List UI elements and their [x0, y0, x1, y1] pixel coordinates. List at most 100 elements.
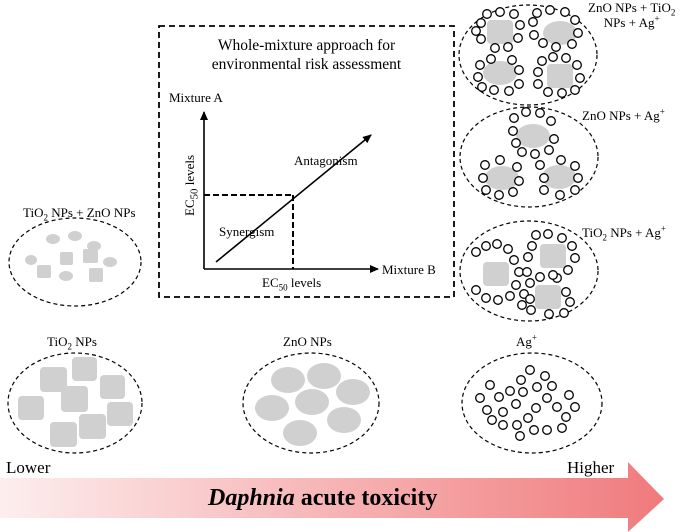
ag-ion-circle	[480, 160, 490, 170]
ag-ion-circle	[475, 60, 485, 70]
ag-ion-circle	[532, 8, 542, 18]
ag-ion-circle	[549, 134, 559, 144]
ag-ion-circle	[535, 160, 545, 170]
toxicity-arrow-rest: acute toxicity	[294, 485, 438, 511]
ag-ion-circle	[503, 244, 513, 254]
ag-ion-circle	[514, 65, 524, 75]
ag-ion-circle	[471, 285, 481, 295]
label-tio2-ag-sup: +	[660, 223, 666, 234]
ag-ion-circle	[573, 173, 583, 183]
ag-ion-circle	[529, 425, 539, 435]
label-tio2-ag-mid: NPs + Ag	[606, 225, 661, 240]
ag-ion-circle	[531, 403, 541, 413]
ag-ion-circle	[547, 381, 557, 391]
y-ec50-sub: 50	[188, 188, 201, 200]
ag-ion-circle	[561, 53, 571, 63]
ag-ion-circle	[515, 20, 525, 30]
label-tio2-zno-pre: TiO	[23, 205, 44, 220]
ag-ion-circle	[473, 72, 483, 82]
label-tio2-zno-post: NPs + ZnO NPs	[47, 205, 136, 220]
ellipse-zno-ag	[459, 106, 599, 208]
ag-ion-circle	[511, 280, 521, 290]
ag-ion-circle	[540, 371, 550, 381]
label-tio2-ag: TiO2 NPs + Ag+	[582, 223, 666, 243]
label-tio2-ag-sub: 2	[602, 232, 607, 243]
label-tio2-sub: 2	[67, 341, 72, 352]
ag-ion-circle	[561, 412, 571, 422]
ag-ion-circle	[548, 270, 558, 280]
ag-ion-circle	[559, 308, 569, 318]
label-ag-sup: +	[531, 332, 537, 343]
ag-ion-circle	[475, 393, 485, 403]
tio2-particles	[18, 357, 133, 447]
ag-ion-circle	[508, 126, 518, 136]
y-ec50-pre: EC	[182, 199, 197, 216]
ag-ion-circle	[530, 149, 540, 159]
ag-ion-circle	[476, 18, 486, 28]
ag-ion-circle	[523, 252, 533, 262]
tio2-zno-particles	[25, 231, 117, 282]
ag-ion-circle	[557, 88, 567, 98]
ag-ion-circle	[556, 155, 566, 165]
ag-ion-circle	[570, 402, 580, 412]
y-ec50-label: EC50 levels	[182, 154, 201, 216]
ag-ion-circle	[486, 54, 496, 64]
ag-ion-circle	[518, 387, 528, 397]
ag-ion-circle	[545, 5, 555, 15]
ag-ion-circle	[494, 190, 504, 200]
ag-ion-circle	[526, 305, 536, 315]
y-axis-label: Mixture A	[169, 90, 223, 105]
ag-ion-circle	[517, 300, 527, 310]
ellipse-zno-tio2-ag	[458, 4, 598, 106]
ag-ion-circle	[485, 380, 495, 390]
ag-ion-circle	[533, 79, 543, 89]
x-axis-label: Mixture B	[382, 262, 436, 277]
ag-ion-circle	[564, 390, 574, 400]
ag-ion-circle	[476, 34, 486, 44]
label-zno-tio2-ag-sup: +	[654, 13, 660, 24]
ag-ion-circle	[533, 67, 543, 77]
ag-ion-circle	[542, 425, 552, 435]
ag-ion-circle	[487, 415, 497, 425]
ag-ion-circle	[572, 60, 582, 70]
ag-ion-circle	[525, 294, 535, 304]
ag-ion-circle	[513, 33, 523, 43]
ag-ion-circle	[511, 138, 521, 148]
ag-ion-circle	[538, 38, 548, 48]
ag-ion-circle	[528, 17, 538, 27]
ag-ion-circle	[498, 407, 508, 417]
ag-ion-circle	[481, 241, 491, 251]
toxicity-arrow-italic: Daphnia	[208, 485, 295, 511]
ag-ion-circle	[529, 30, 539, 40]
label-tio2-pre: TiO	[47, 334, 68, 349]
scale-lower: Lower	[6, 458, 51, 477]
ag-ion-circle	[555, 190, 565, 200]
ag-ion-circle	[535, 108, 545, 118]
ag-ion-circle	[507, 55, 517, 65]
ag-ion-circle	[531, 230, 541, 240]
ag-ion-circle	[570, 253, 580, 263]
label-zno-ag-pre: ZnO NPs + Ag	[582, 108, 660, 123]
ellipse-tio2-ag	[459, 220, 599, 322]
ag-ion-circle	[495, 155, 505, 165]
ag-ion-circle	[560, 7, 570, 17]
ag-ion-circle	[514, 79, 524, 89]
label-zno-ag: ZnO NPs + Ag+	[582, 107, 665, 123]
label-zno: ZnO NPs	[283, 334, 332, 349]
label-zno-tio2-ag-sub: 2	[670, 7, 676, 18]
scale-higher: Higher	[567, 458, 615, 477]
box-title-line-2: environmental risk assessment	[211, 56, 402, 73]
label-tio2-zno-sub: 2	[43, 212, 48, 223]
y-ec50-post: levels	[182, 154, 197, 189]
ag-ion-circle	[546, 116, 556, 126]
ag-ion-circle	[516, 375, 526, 385]
ag-ion-circle	[543, 229, 553, 239]
ag-ion-circle	[527, 241, 537, 251]
ag-ion-circle	[509, 255, 519, 265]
ag-ion-circle	[552, 402, 562, 412]
ag-ion-circle	[543, 87, 553, 97]
ag-ion-circle	[539, 173, 549, 183]
label-zno-tio2-ag-line-1: ZnO NPs + TiO2	[588, 0, 676, 18]
toxicity-arrow	[0, 462, 664, 532]
